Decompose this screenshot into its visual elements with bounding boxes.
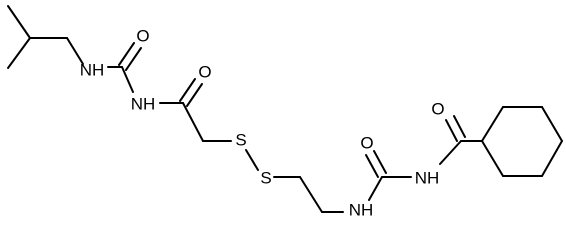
atom-nh-1: NH bbox=[80, 61, 105, 80]
atom-labels: NH O NH O S S NH O NH O bbox=[80, 27, 445, 220]
bond bbox=[299, 176, 323, 213]
ring-bond bbox=[481, 140, 504, 177]
bond bbox=[245, 149, 259, 171]
urea-linkage-1 bbox=[107, 42, 142, 93]
bond bbox=[439, 140, 462, 165]
atom-o-2: O bbox=[198, 63, 211, 82]
atom-nh-2: NH bbox=[131, 95, 156, 114]
ring-bond bbox=[481, 106, 504, 142]
atom-o-1: O bbox=[136, 27, 149, 46]
bond bbox=[182, 102, 204, 142]
ring-bond bbox=[541, 140, 563, 177]
double-bond bbox=[125, 47, 142, 71]
acetyl-group bbox=[159, 78, 232, 142]
double-bond bbox=[445, 119, 458, 142]
cyclohexanecarbonyl-group bbox=[439, 106, 563, 177]
double-bond bbox=[186, 83, 203, 107]
isobutyl-group bbox=[7, 5, 84, 69]
double-bond bbox=[373, 150, 387, 174]
atom-s-1: S bbox=[235, 131, 246, 150]
double-bond bbox=[453, 115, 466, 138]
ring-bond bbox=[541, 106, 563, 142]
double-bond bbox=[179, 78, 196, 102]
bond bbox=[368, 176, 383, 201]
bond bbox=[7, 37, 31, 69]
double-bond bbox=[118, 42, 135, 66]
atom-nh-3: NH bbox=[349, 201, 374, 220]
bond bbox=[121, 66, 134, 93]
atom-s-2: S bbox=[260, 169, 271, 188]
double-bond bbox=[365, 154, 379, 178]
bond bbox=[66, 37, 84, 65]
bond bbox=[7, 5, 31, 39]
disulfide-bridge bbox=[245, 149, 344, 213]
atom-o-4: O bbox=[431, 100, 444, 119]
chemical-structure: NH O NH O S S NH O NH O bbox=[7, 5, 563, 220]
atom-nh-4: NH bbox=[415, 169, 440, 188]
atom-o-3: O bbox=[360, 134, 373, 153]
urea-linkage-2 bbox=[365, 150, 412, 201]
